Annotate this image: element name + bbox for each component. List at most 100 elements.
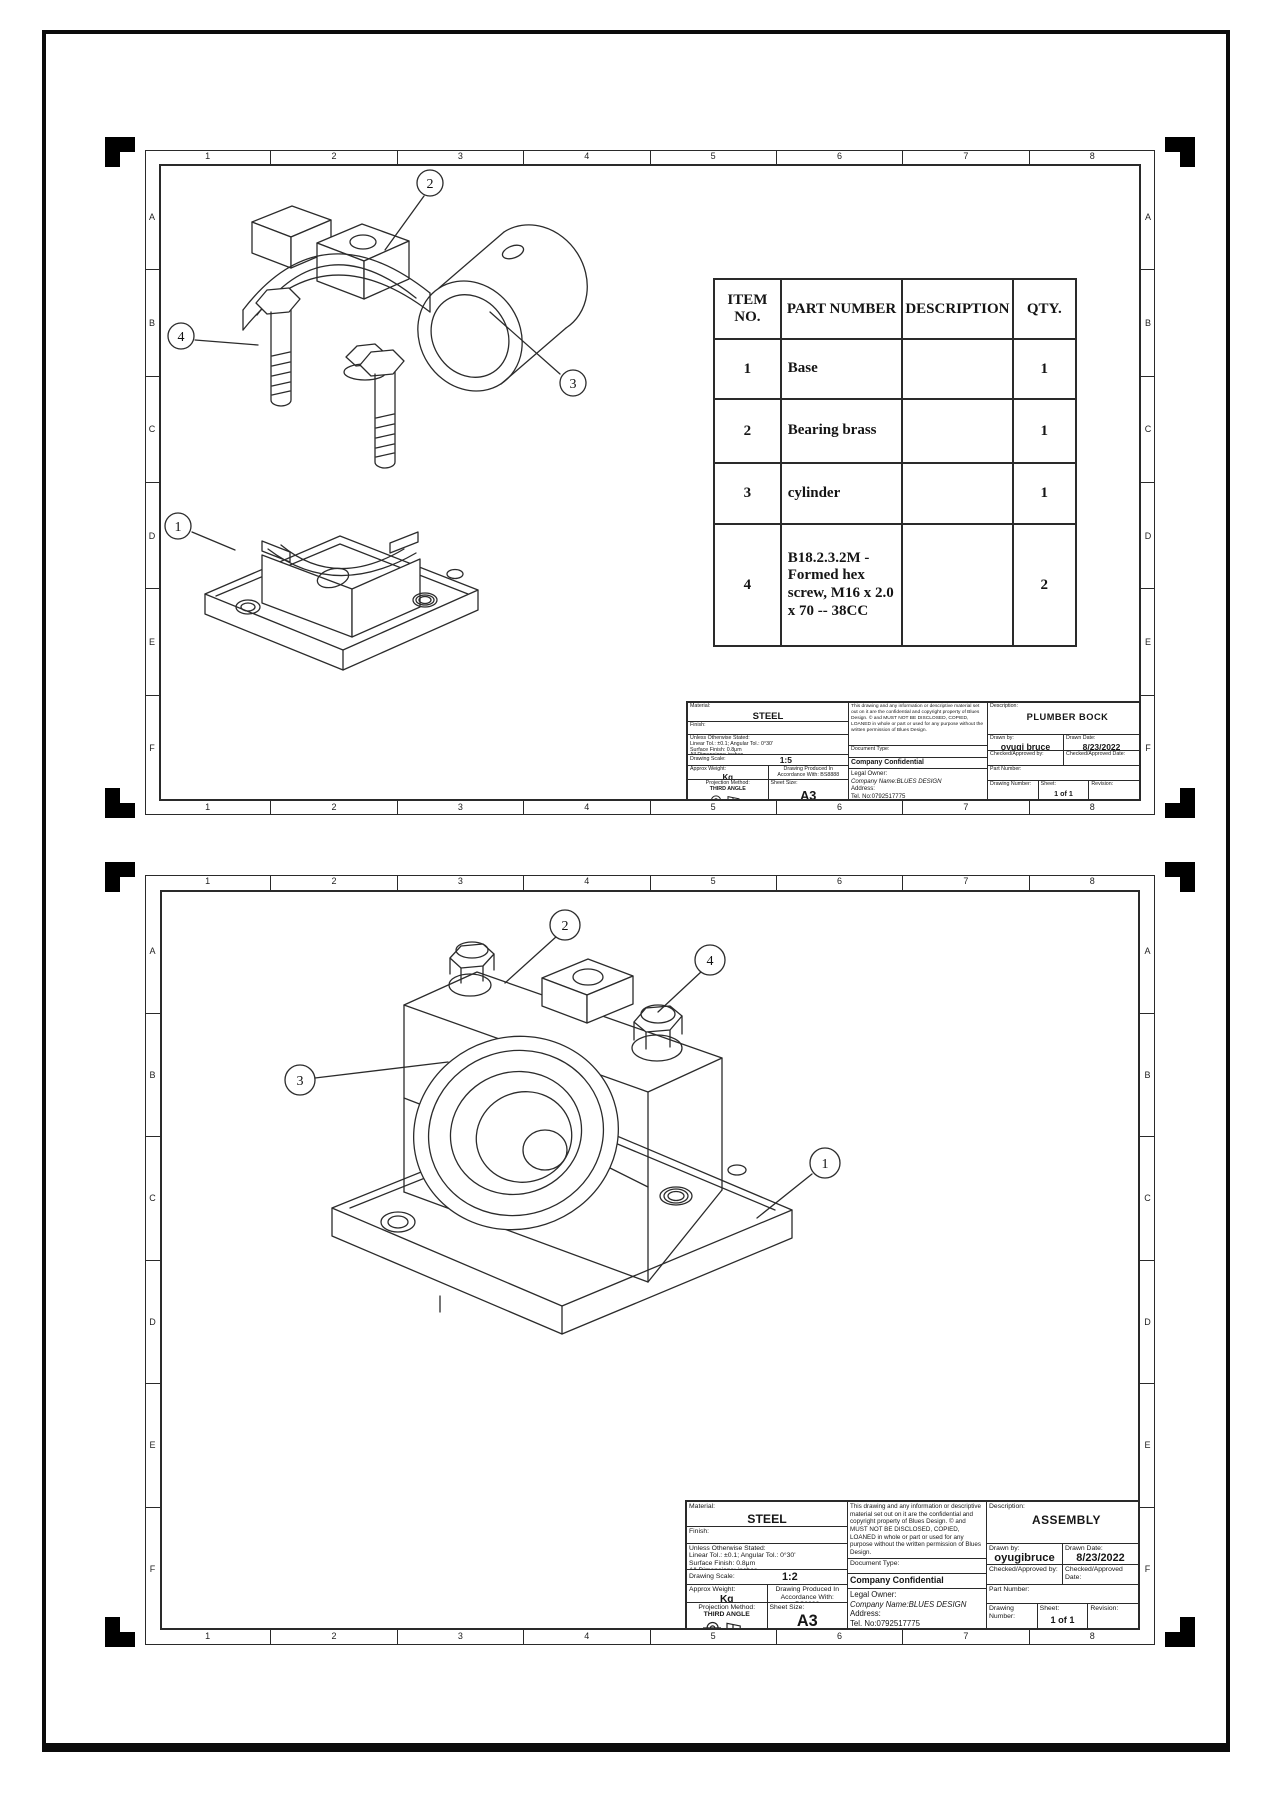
description <box>901 338 1014 400</box>
revision-cell: Revision: <box>1087 1604 1138 1628</box>
third-angle-projection-icon <box>710 795 740 799</box>
crop-mark <box>105 788 135 818</box>
document-type-cell: Document Type: <box>849 746 987 758</box>
description <box>901 462 1014 525</box>
ruler-label: 2 <box>271 150 398 164</box>
scale-cell: Drawing Scale: 1:2 <box>687 1570 847 1586</box>
ruler-label: 4 <box>524 801 651 815</box>
weight-unit: Kg <box>722 773 734 779</box>
finish-label: Finish: <box>689 1528 710 1536</box>
part-number-cell: Part Number: <box>988 766 1139 781</box>
drawing-number-cell: Drawing Number: <box>987 1604 1037 1628</box>
produced-line: Drawing Produced In <box>783 766 833 773</box>
ruler-label: 3 <box>398 875 525 890</box>
col-header-qty: QTY. <box>1011 278 1078 340</box>
ruler-label: D <box>145 483 159 590</box>
col-header-part-number: PART NUMBER <box>779 278 904 340</box>
checked-date-label: Checked/Approved Date: <box>1066 750 1126 757</box>
crop-mark <box>105 1617 135 1647</box>
drawn-row: Drawn by: oyugibruce Drawn Date: 8/23/20… <box>987 1543 1138 1565</box>
ruler-label: 7 <box>903 875 1030 890</box>
checked-row: Checked/Approved by: Checked/Approved Da… <box>988 750 1139 767</box>
drawn-row: Drawn by: oyugi bruce Drawn Date: 8/23/2… <box>988 734 1139 751</box>
drawn-by-value: oyugi bruce <box>1000 741 1051 750</box>
tolerance-line: Linear Tol.: ±0.1; Angular Tol.: 0°30' <box>690 740 773 747</box>
produced-line: Accordance With: BS8888 <box>777 772 840 779</box>
projection-label: Projection Method: <box>698 1603 756 1611</box>
qty: 1 <box>1011 462 1078 525</box>
tolerances-cell: Unless Otherwise Stated: Linear Tol.: ±0… <box>687 1544 847 1571</box>
part-number-label: Part Number: <box>990 766 1022 773</box>
ruler-label: 7 <box>903 1630 1030 1645</box>
confidentiality-text: This drawing and any information or desc… <box>849 703 987 747</box>
sheet-size-value: A3 <box>800 787 817 799</box>
ruler-label: D <box>145 1261 160 1384</box>
projection-value: THIRD ANGLE <box>703 1611 750 1619</box>
drawn-date-label: Drawn Date: <box>1066 734 1096 741</box>
ruler-label: 6 <box>777 150 904 164</box>
ruler-label: B <box>1140 1014 1155 1137</box>
scale-value: 1:5 <box>779 755 792 766</box>
ruler-label: 4 <box>524 875 651 890</box>
ruler-label: 2 <box>271 1630 398 1645</box>
ruler-label: 7 <box>903 150 1030 164</box>
drawn-date-value: 8/23/2022 <box>1076 1552 1125 1564</box>
material-cell: Material: STEEL <box>687 1502 847 1528</box>
ruler-label: 3 <box>398 1630 525 1645</box>
ruler-label: 6 <box>777 1630 904 1645</box>
scale-label: Drawing Scale: <box>689 1573 735 1581</box>
sheet-size-cell: Sheet Size: A3 <box>766 1602 848 1628</box>
telephone: Tel. No:0792517775 <box>851 793 906 799</box>
projection-sheetsize-cell: Projection Method: THIRD ANGLE Sheet Siz… <box>687 1602 848 1628</box>
produced-line: Drawing Produced In <box>775 1586 839 1594</box>
projection-sheetsize-cell: Projection Method: THIRD ANGLE Sheet Siz… <box>688 779 848 799</box>
weight-unit: Kg <box>719 1593 734 1602</box>
table-row: 4 B18.2.3.2M - Formed hex screw, M16 x 2… <box>713 523 1078 647</box>
ruler-label: E <box>1141 589 1155 696</box>
ruler-label: 2 <box>271 801 398 815</box>
checked-by-cell: Checked/Approved by: <box>988 751 1063 765</box>
projection-cell: Projection Method: THIRD ANGLE <box>688 780 768 799</box>
ruler-label: 7 <box>903 801 1030 815</box>
description <box>901 523 1014 647</box>
checked-by-label: Checked/Approved by: <box>989 1565 1058 1573</box>
drawn-by-cell: Drawn by: oyugi bruce <box>988 735 1063 750</box>
projection-cell: Projection Method: THIRD ANGLE <box>687 1603 767 1628</box>
sheet-label: Sheet: <box>1039 1605 1060 1613</box>
part-number-cell: Part Number: <box>987 1585 1138 1605</box>
description <box>901 398 1014 464</box>
title-block-sheet1: Material: STEEL Finish: Unless Otherwise… <box>686 701 1141 801</box>
ruler-label: 1 <box>145 801 272 815</box>
document-type-label: Document Type: <box>850 1559 900 1567</box>
legal-owner-label: Legal Owner: <box>851 770 888 778</box>
checked-date-label: Checked/Approved Date: <box>1065 1565 1123 1581</box>
sheet-cell: Sheet: 1 of 1 <box>1036 1604 1088 1628</box>
crop-mark <box>105 137 135 167</box>
ruler-label: 6 <box>777 801 904 815</box>
ruler-label: 8 <box>1089 876 1095 886</box>
tolerance-line: All Dimensions: inches <box>690 752 846 753</box>
produced-cell: Drawing Produced In Accordance With: BS8… <box>766 1585 848 1602</box>
produced-line: Accordance With: BS8888 <box>780 1593 834 1602</box>
ruler-label: B <box>145 270 159 377</box>
sheet-size-value: A3 <box>796 1612 818 1628</box>
ruler-label: 4 <box>524 1630 651 1645</box>
material-value: STEEL <box>752 710 784 722</box>
weight-label: Approx Weight: <box>690 766 727 773</box>
ruler-label: 5 <box>651 150 777 164</box>
ruler-label: 5 <box>651 875 777 890</box>
checked-by-cell: Checked/Approved by: <box>987 1565 1062 1584</box>
ruler-label: F <box>149 743 155 754</box>
tolerance-line: Surface Finish: 0.8μm <box>690 746 742 753</box>
sheet-label: Sheet: <box>1040 780 1056 787</box>
projection-label: Projection Method: <box>705 779 750 786</box>
drawn-by-label: Drawn by: <box>989 1544 1020 1552</box>
checked-row: Checked/Approved by: Checked/Approved Da… <box>987 1564 1138 1586</box>
telephone: Tel. No:0792517775 <box>850 1619 920 1628</box>
address-label: Address: <box>850 1609 881 1619</box>
crop-mark <box>105 862 135 892</box>
material-cell: Material: STEEL <box>688 703 848 723</box>
ruler-label: C <box>145 377 159 483</box>
